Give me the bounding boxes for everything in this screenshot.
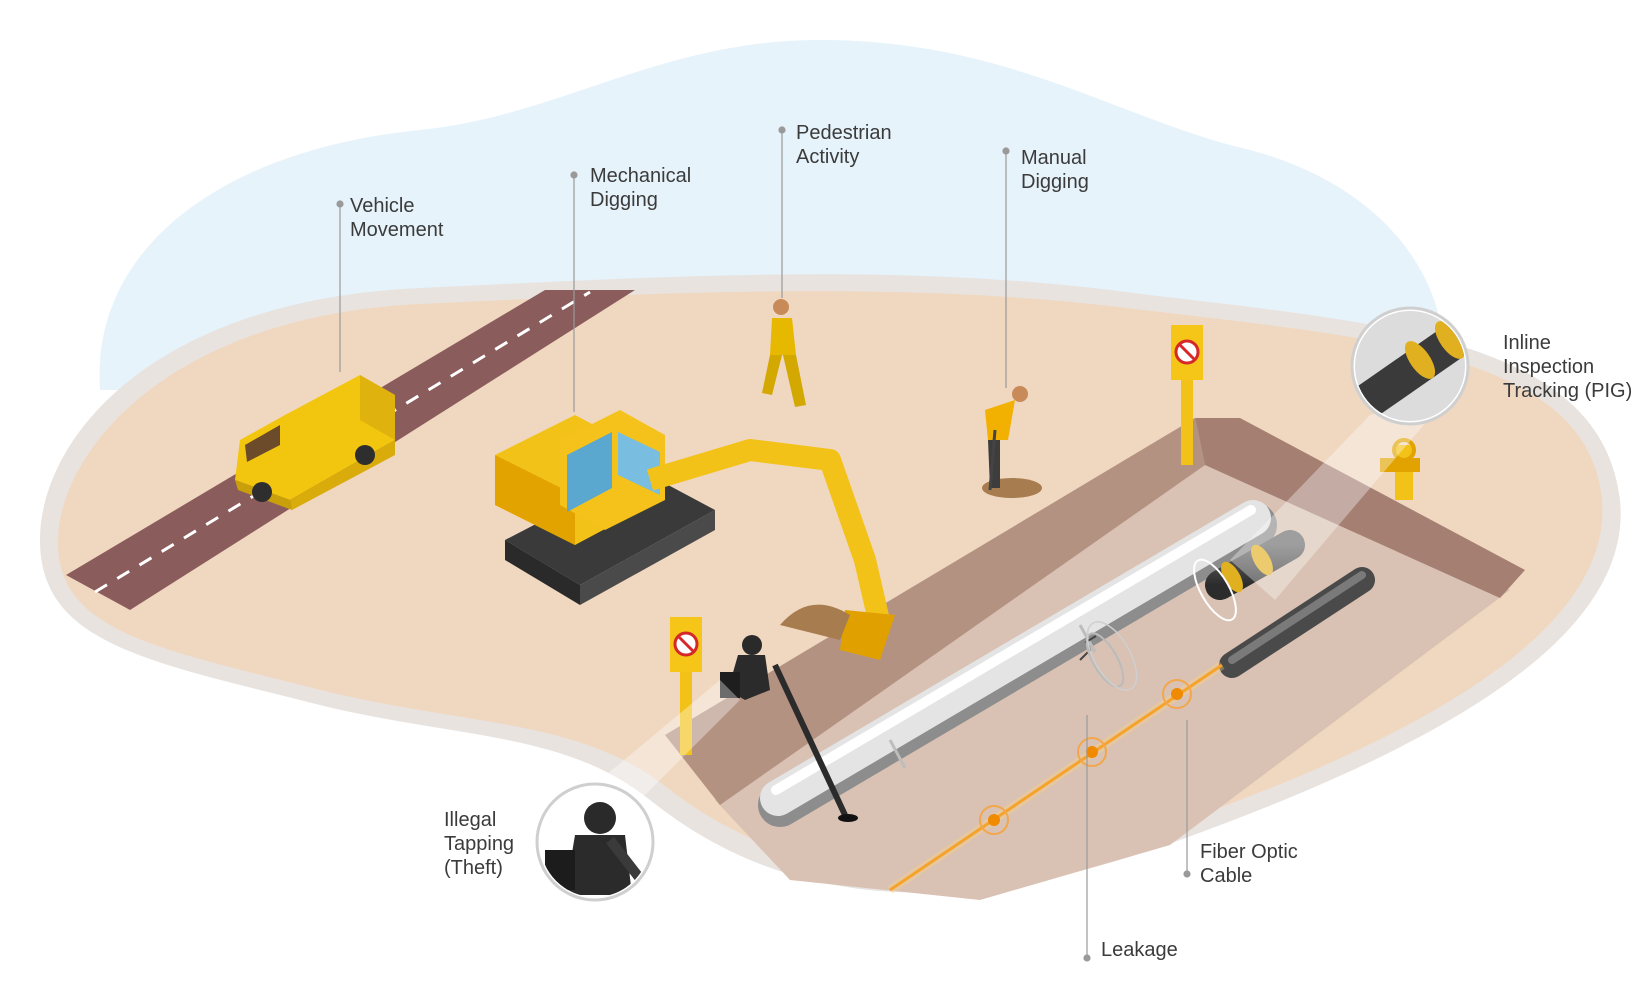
sensor-point-3	[1162, 679, 1192, 709]
trench-back-wall	[1195, 418, 1525, 598]
leader-lines	[336, 126, 1191, 962]
label-manual-digging: Manual Digging	[1021, 147, 1089, 193]
label-leakage: Leakage	[1101, 939, 1178, 961]
fiber-cable-conduit	[1219, 567, 1375, 678]
manual-digger-icon	[982, 386, 1042, 498]
label-mechanical-digging: Mechanical Digging	[590, 165, 692, 211]
sensor-point-2	[1077, 737, 1107, 767]
pig-zoom-circle	[1350, 306, 1470, 426]
label-inline-inspection: Inline Inspection Tracking (PIG)	[1503, 332, 1633, 402]
label-vehicle-movement: Vehicle Movement	[350, 195, 444, 241]
no-digging-sign-icon	[1171, 325, 1203, 465]
inspection-pig-icon	[1193, 530, 1305, 622]
pedestrian-icon	[762, 299, 806, 407]
no-digging-sign-icon	[670, 617, 702, 755]
excavator-icon	[495, 410, 895, 660]
pipeline	[758, 500, 1277, 827]
sensor-point-1	[979, 805, 1009, 835]
thief-icon	[720, 635, 858, 822]
trench-floor	[715, 455, 1510, 900]
trench-left-wall	[665, 418, 1205, 805]
label-pedestrian-activity: Pedestrian Activity	[796, 122, 892, 168]
thief-zoom-circle	[535, 782, 655, 902]
label-illegal-tapping: Illegal Tapping (Theft)	[444, 809, 515, 879]
thief-zoom-beam	[570, 680, 740, 805]
van-icon	[235, 375, 395, 510]
pig-zoom-beam	[1230, 400, 1445, 600]
valve-icon	[1380, 438, 1420, 500]
label-fiber-optic-cable: Fiber Optic Cable	[1200, 841, 1298, 887]
